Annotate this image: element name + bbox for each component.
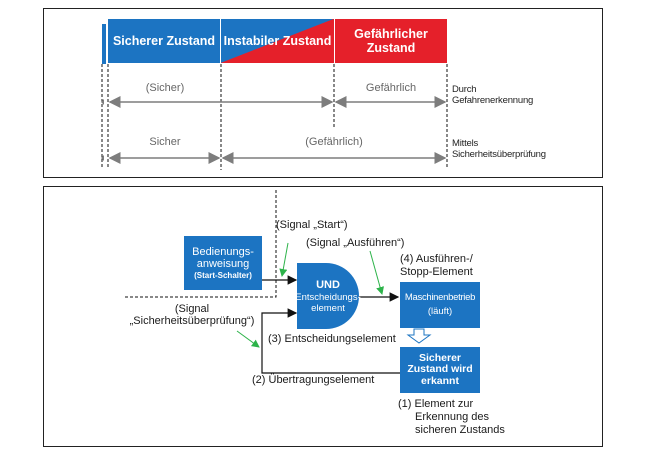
- label-execute-stop-element: (4) Ausführen-/ Stopp-Element: [400, 253, 473, 279]
- control-flow-panel: [43, 186, 603, 447]
- label-4-line1: (4) Ausführen-/: [400, 253, 473, 265]
- safe-state-line3: erkannt: [421, 374, 459, 387]
- row2-right-label: (Gefährlich): [305, 136, 363, 148]
- operating-instruction-line1: Bedienungs-: [192, 245, 254, 258]
- state-unstable: Instabiler Zustand: [221, 19, 334, 63]
- signal-check-line1: (Signal: [174, 303, 210, 315]
- arrow-row1-stub: [101, 99, 104, 105]
- hollow-down-arrow-icon: [406, 328, 432, 344]
- safe-state-detected-box: Sicherer Zustand wird erkannt: [400, 347, 480, 393]
- machine-operation-box: Maschinenbetrieb (läuft): [400, 282, 480, 328]
- operating-instruction-line2: anweisung: [196, 257, 250, 270]
- signal-check-label: (Signal „Sicherheitsüberprüfung“): [122, 303, 262, 327]
- state-dangerous-label-2: Zustand: [366, 41, 416, 55]
- machine-line1: Maschinenbetrieb: [404, 292, 476, 303]
- state-dangerous-label-1: Gefährlicher: [354, 27, 428, 41]
- row1-method-line2: Gefahrenerkennung: [452, 95, 534, 106]
- state-strip-left: [102, 24, 106, 64]
- row1-left-label: (Sicher): [145, 82, 185, 94]
- row1-right-label: Gefährlich: [365, 82, 417, 94]
- signal-execute-arrow: [369, 250, 384, 295]
- row2-method: Mittels Sicherheitsüberprüfung: [452, 138, 546, 160]
- and-decision-element: UND Entscheidungs- element: [295, 263, 361, 329]
- operating-instruction-line3: (Start-Schalter): [194, 270, 252, 280]
- signal-start-arrow: [279, 242, 289, 277]
- row2-left-label: Sicher: [149, 136, 181, 148]
- label-1-line1: (1) Element zur: [398, 398, 474, 410]
- and-line1: UND: [316, 278, 340, 291]
- label-4-line2: Stopp-Element: [400, 266, 473, 278]
- label-1-line2: Erkennung des: [415, 411, 489, 423]
- label-safe-state-detection: (1) Element zur Erkennung des sicheren Z…: [398, 398, 505, 437]
- row2-method-line1: Mittels: [452, 138, 479, 149]
- state-dangerous: Gefährlicher Zustand: [335, 19, 447, 63]
- label-1-line3: sicheren Zustands: [415, 424, 505, 436]
- row2-method-line2: Sicherheitsüberprüfung: [452, 149, 546, 160]
- machine-line2: (läuft): [427, 306, 453, 317]
- signal-execute-label: (Signal „Ausführen“): [306, 237, 405, 249]
- signal-check-line2: „Sicherheitsüberprüfung“): [129, 315, 255, 327]
- connector-transmission: [261, 308, 400, 374]
- and-line2: Entscheidungs-: [295, 291, 361, 303]
- signal-check-arrow: [236, 330, 260, 348]
- row1-method: Durch Gefahrenerkennung: [452, 84, 533, 106]
- operating-instruction-box: Bedienungs- anweisung (Start-Schalter): [184, 236, 262, 290]
- label-decision-element: (3) Entscheidungselement: [268, 333, 396, 345]
- arrow-row2-stub: [101, 155, 104, 161]
- safe-state-line1: Sicherer: [418, 351, 462, 364]
- and-line3: element: [311, 302, 345, 314]
- row1-method-line1: Durch: [452, 84, 477, 95]
- state-safe-label: Sicherer Zustand: [112, 34, 216, 48]
- state-safe: Sicherer Zustand: [108, 19, 220, 63]
- signal-start-label: (Signal „Start“): [276, 219, 348, 231]
- state-unstable-label: Instabiler Zustand: [223, 34, 332, 48]
- safe-state-line2: Zustand wird: [407, 363, 473, 376]
- label-transmission-element: (2) Übertragungselement: [252, 374, 375, 386]
- boundary-dashed-line: [124, 190, 277, 298]
